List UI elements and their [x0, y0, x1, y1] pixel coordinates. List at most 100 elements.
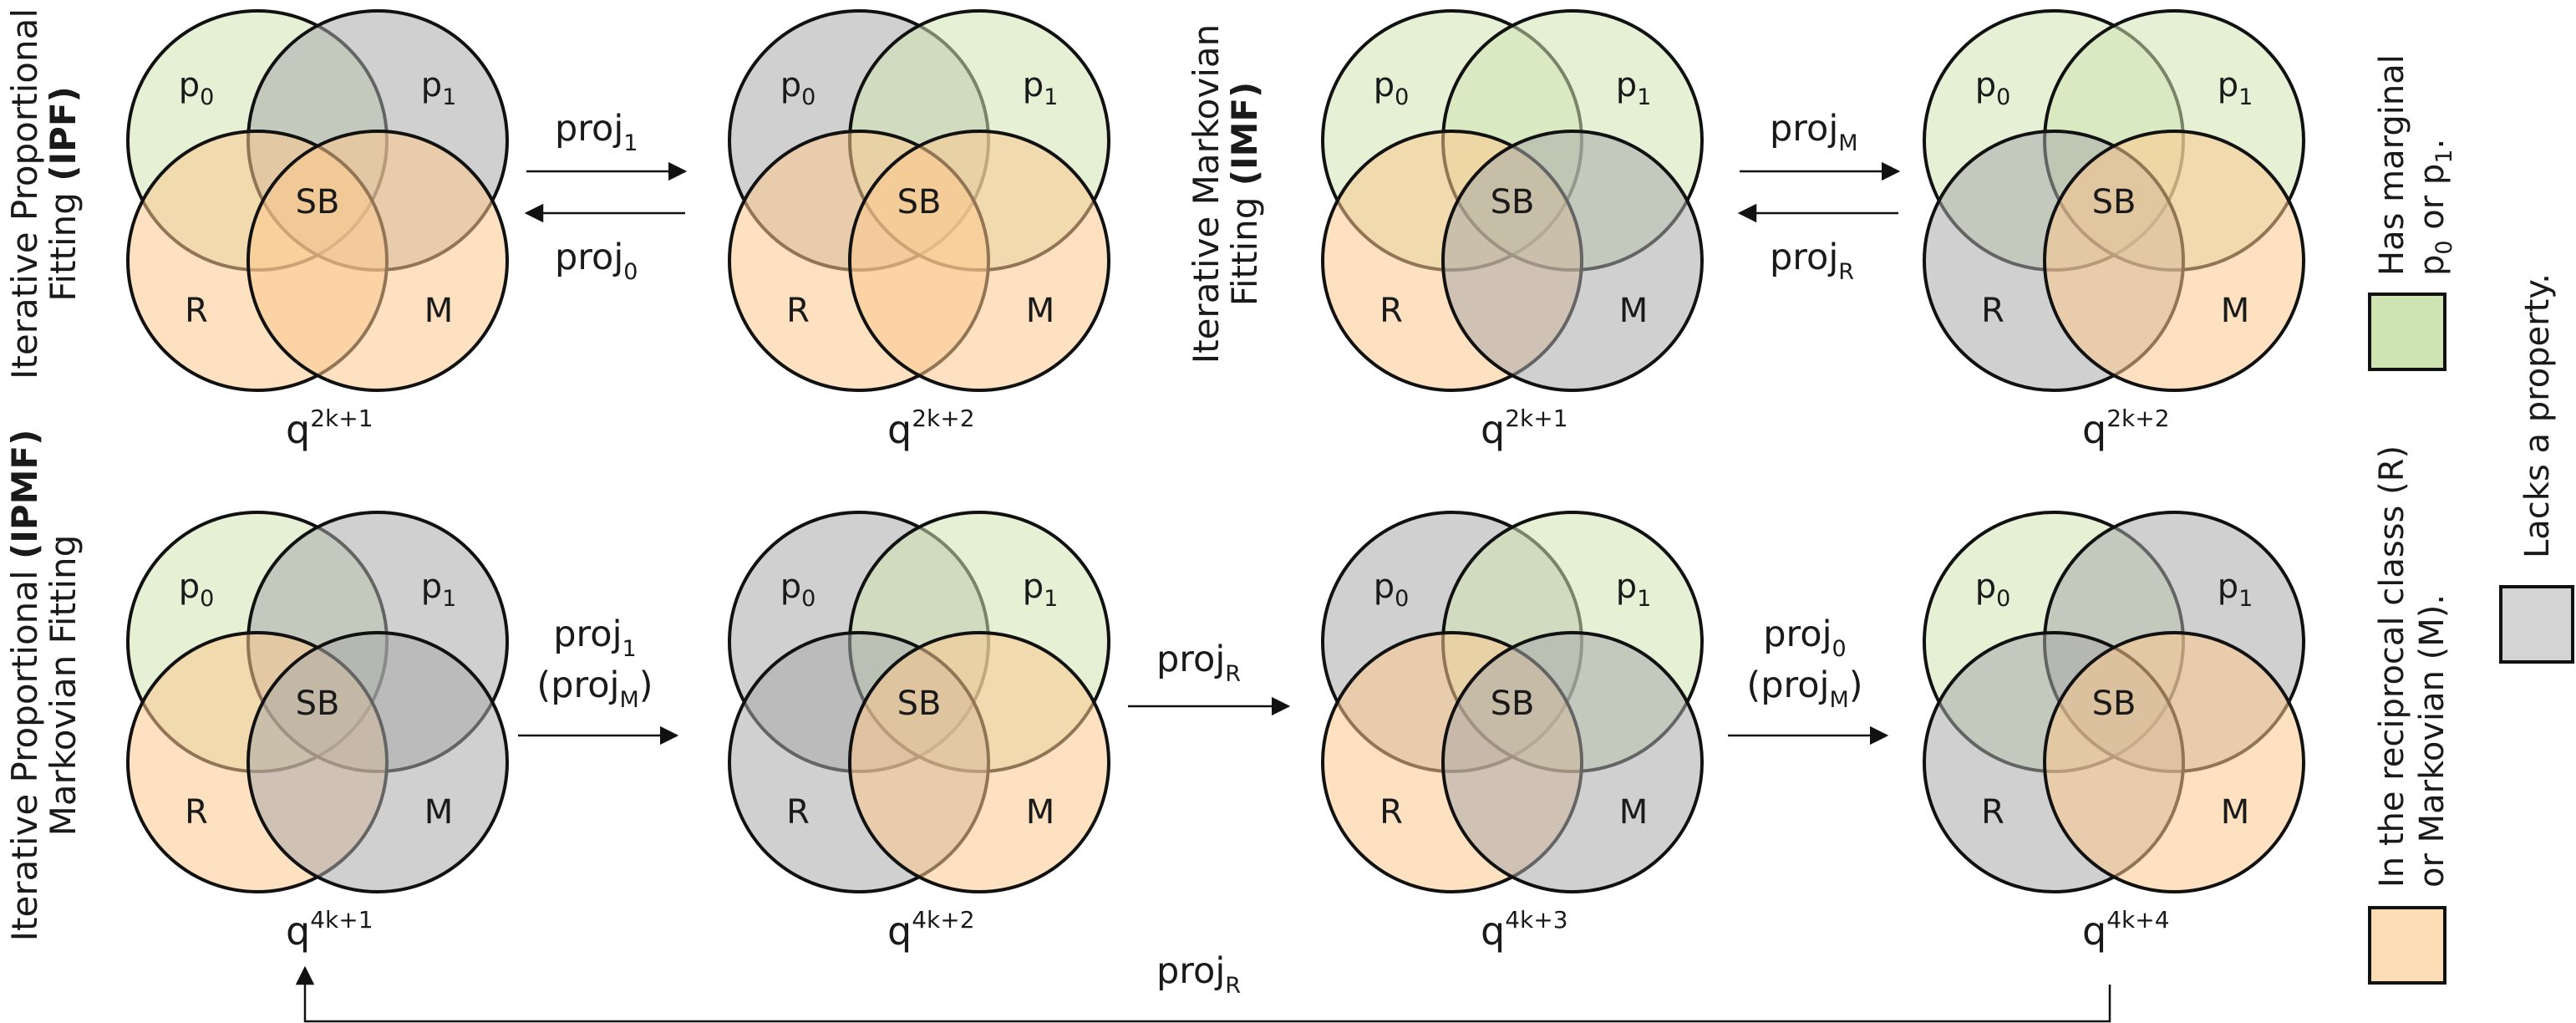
- circle-m: [246, 130, 509, 392]
- legend-green-line1: Has marginal: [2373, 54, 2411, 276]
- legend-orange-line2: or Markovian (M).: [2413, 594, 2452, 888]
- label-p1: p1: [1616, 66, 1652, 110]
- label-p1: p1: [2218, 66, 2253, 110]
- legend-green-swatch: [2368, 293, 2446, 371]
- circle-m: [848, 130, 1110, 392]
- legend-orange-line1: In the reciprocal classs (R): [2373, 445, 2411, 888]
- venn-diagram-imf-1: p0 p1R M SB q2k+1: [1321, 9, 1704, 452]
- label-p1: p1: [1023, 66, 1059, 110]
- label-sb: SB: [2092, 183, 2137, 221]
- imf-label-line2: Fitting (IMF): [1224, 82, 1265, 307]
- venn-diagram-ipmf-2: p0 p1R M SB q4k+2: [728, 511, 1110, 954]
- legend-gray-text: Lacks a property.: [2518, 273, 2557, 558]
- ipf-label-line2: Fitting (IPF): [43, 86, 84, 302]
- ipf-label-line1: Iterative Proportional: [4, 8, 45, 379]
- q-label-ipmf-1: q4k+1: [286, 906, 373, 954]
- label-sb: SB: [296, 685, 340, 723]
- ipmf-loop-label: projR: [1156, 950, 1241, 999]
- circle-m: [848, 631, 1110, 893]
- venn-diagram-ipmf-3: p0 p1R M SB q4k+3: [1321, 511, 1704, 954]
- q-label-ipmf-2: q4k+2: [887, 906, 975, 954]
- label-p1: p1: [1023, 567, 1059, 612]
- label-sb: SB: [2092, 685, 2137, 723]
- legend-orange-swatch: [2368, 906, 2446, 985]
- imf-forward-label: projM: [1770, 108, 1858, 156]
- ipmf-1-label: proj1: [553, 613, 636, 662]
- label-sb: SB: [1491, 685, 1535, 723]
- venn-diagram-imf-2: p0 p1R M SB q2k+2: [1923, 9, 2305, 452]
- label-r: R: [1379, 292, 1403, 330]
- label-r: R: [1981, 793, 2004, 832]
- label-m: M: [2221, 793, 2250, 832]
- label-p0: p0: [1975, 66, 2011, 110]
- legend-gray-line1: Lacks a property.: [2518, 273, 2557, 558]
- ipmf-3-label: proj0: [1763, 613, 1846, 662]
- q-label-ipf-1: q2k+1: [286, 405, 373, 452]
- q-label-ipmf-4: q4k+4: [2082, 906, 2170, 954]
- imf-backward-label: projR: [1770, 237, 1854, 285]
- circle-m: [1441, 631, 1704, 893]
- label-p0: p0: [780, 66, 816, 110]
- circle-m: [2043, 631, 2305, 893]
- label-r: R: [786, 793, 810, 832]
- label-p1: p1: [421, 66, 457, 110]
- q-label-imf-2: q2k+2: [2082, 405, 2170, 452]
- label-r: R: [786, 292, 810, 330]
- label-p1: p1: [1616, 567, 1652, 612]
- legend-green-line2: p0 or p1.: [2413, 139, 2457, 276]
- label-p0: p0: [1374, 66, 1410, 110]
- label-m: M: [1026, 793, 1055, 832]
- label-m: M: [1026, 292, 1055, 330]
- ipmf-1-paren-label: (projM): [536, 664, 653, 713]
- circle-m: [1441, 130, 1704, 392]
- label-p0: p0: [179, 66, 215, 110]
- ipmf-2-label: projR: [1156, 639, 1241, 687]
- circle-m: [2043, 130, 2305, 392]
- q-label-imf-1: q2k+1: [1481, 405, 1568, 452]
- ipmf-section-label: Iterative Proportional (IPMF) Markovian …: [4, 430, 84, 942]
- projection-labels: proj1 proj0 projM projR proj1 (projM) pr…: [536, 108, 1862, 999]
- label-m: M: [424, 292, 454, 330]
- label-m: M: [424, 793, 454, 832]
- venn-diagram-ipf-2: p0 p1R M SB q2k+2: [728, 9, 1110, 452]
- legend: Has marginal p0 or p1. In the reciprocal…: [2368, 54, 2574, 985]
- label-p1: p1: [2218, 567, 2253, 612]
- legend-green-text: Has marginal p0 or p1.: [2373, 54, 2457, 276]
- label-p0: p0: [179, 567, 215, 612]
- label-m: M: [2221, 292, 2250, 330]
- ipf-section-label: Iterative Proportional Fitting (IPF): [4, 8, 84, 379]
- label-p0: p0: [1975, 567, 2011, 612]
- q-label-ipf-2: q2k+2: [887, 405, 975, 452]
- ipmf-label-line2: Markovian Fitting: [43, 535, 84, 837]
- label-m: M: [1619, 292, 1649, 330]
- q-label-ipmf-3: q4k+3: [1481, 906, 1568, 954]
- label-p0: p0: [1374, 567, 1410, 612]
- ipmf-label-line1: Iterative Proportional (IPMF): [4, 430, 45, 942]
- venn-diagram-ipmf-4: p0 p1R M SB q4k+4: [1923, 511, 2305, 954]
- label-m: M: [1619, 793, 1649, 832]
- legend-gray-swatch: [2499, 585, 2574, 664]
- label-p1: p1: [421, 567, 457, 612]
- ipmf-3-paren-label: (projM): [1746, 664, 1862, 713]
- legend-orange-text: In the reciprocal classs (R) or Markovia…: [2373, 445, 2452, 888]
- label-p0: p0: [780, 567, 816, 612]
- label-r: R: [1379, 793, 1403, 832]
- label-r: R: [185, 292, 208, 330]
- arrows: [295, 161, 2111, 1023]
- ipmf-loop-arrow: [295, 965, 2111, 1023]
- imf-section-label: Iterative Markovian Fitting (IMF): [1186, 24, 1265, 364]
- venn-diagram-ipmf-1: p0 p1R M SB q4k+1: [126, 511, 509, 954]
- label-sb: SB: [897, 685, 942, 723]
- label-sb: SB: [897, 183, 942, 221]
- venn-diagram-ipf-1: p0 p1R M SB q2k+1: [126, 9, 509, 452]
- label-r: R: [185, 793, 208, 832]
- ipf-backward-label: proj0: [555, 237, 638, 285]
- circle-m: [246, 631, 509, 893]
- label-sb: SB: [1491, 183, 1535, 221]
- imf-label-line1: Iterative Markovian: [1186, 24, 1227, 364]
- label-sb: SB: [296, 183, 340, 221]
- label-r: R: [1981, 292, 2004, 330]
- ipf-forward-label: proj1: [555, 108, 638, 156]
